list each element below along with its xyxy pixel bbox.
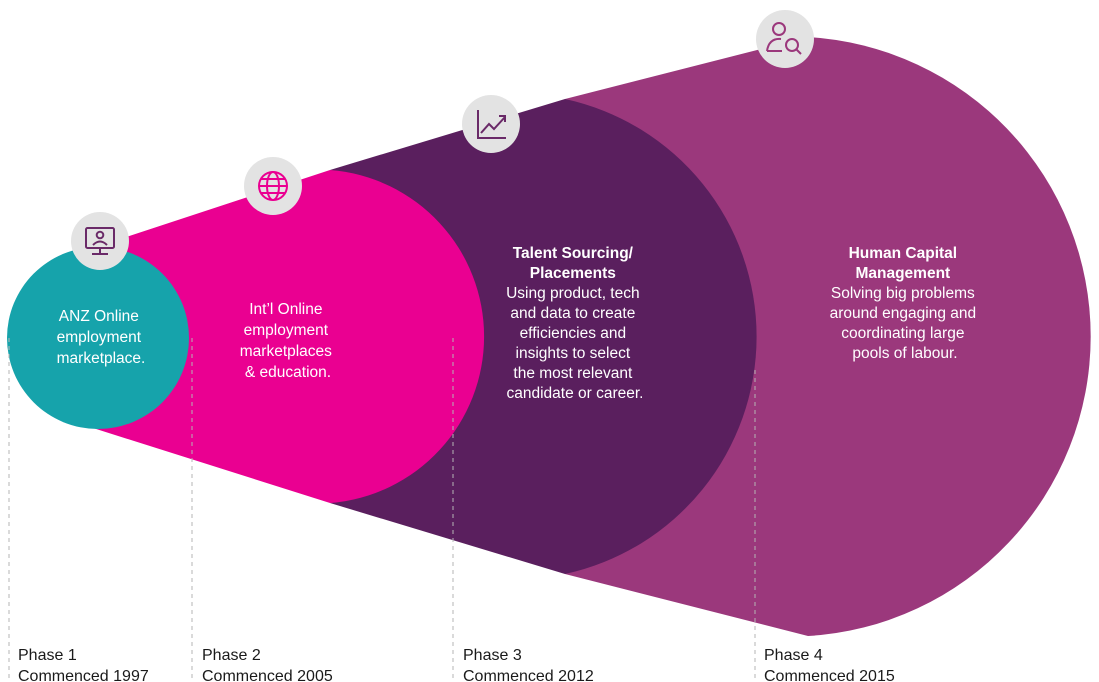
phase-1-shape xyxy=(7,247,189,429)
phase-2-label: Phase 2 xyxy=(202,647,261,664)
phase-3-description: Talent Sourcing/ Placements Using produc… xyxy=(506,245,644,402)
phase-3-label: Phase 3 xyxy=(463,647,522,664)
phase-3-commenced: Commenced 2012 xyxy=(463,668,594,682)
phase-4-commenced: Commenced 2015 xyxy=(764,668,895,682)
phase-1-label: Phase 1 xyxy=(18,647,77,664)
phase-2-description: Int’l Online employment marketplaces & e… xyxy=(240,301,337,381)
phase-4-description: Human Capital Management Solving big pro… xyxy=(830,245,981,362)
phase-4-label: Phase 4 xyxy=(764,647,823,664)
phase-1-description: ANZ Online employment marketplace. xyxy=(57,308,146,367)
phase-2-shape xyxy=(93,170,485,503)
person-search-icon xyxy=(756,10,814,68)
trend-chart-icon xyxy=(462,95,520,153)
globe-icon xyxy=(244,157,302,215)
phase-1-commenced: Commenced 1997 xyxy=(18,668,149,682)
phase-3-shape xyxy=(330,99,757,574)
monitor-person-icon xyxy=(71,212,129,270)
phase-2-commenced: Commenced 2005 xyxy=(202,668,333,682)
